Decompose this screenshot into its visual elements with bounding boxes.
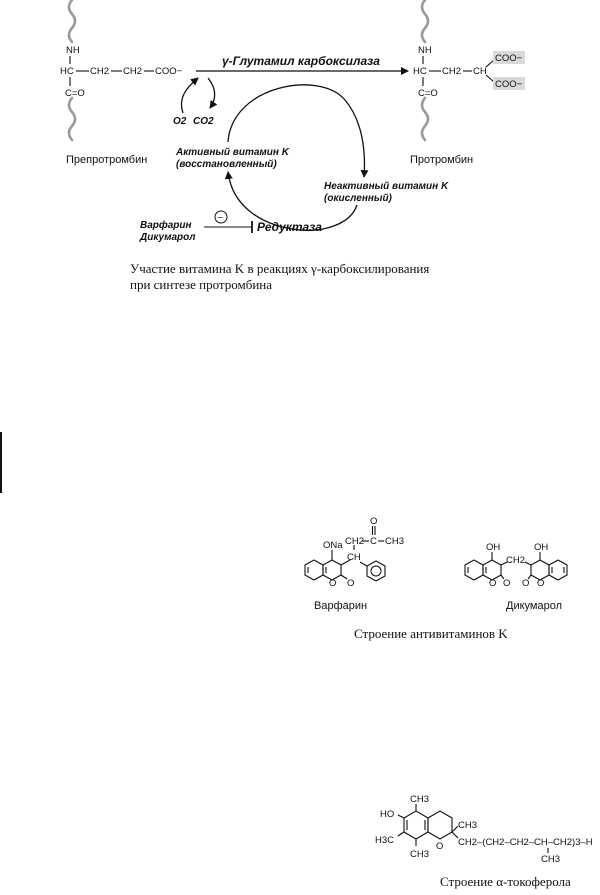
left-hc: HC — [60, 66, 74, 77]
warfarin-o-ring: O — [329, 578, 336, 589]
antivitamins-figure: ONa CH CH2 C O CH3 O O Варфарин — [304, 516, 568, 641]
tocopherol-ch3-bottom: CH3 — [410, 849, 429, 860]
co2-arrow — [207, 77, 218, 109]
tocopherol-caption: Строение α-токоферола — [440, 874, 571, 889]
tocopherol-h3c: H3C — [375, 835, 394, 846]
tocopherol-ch3-ring-bond — [451, 825, 459, 833]
dicumarol-o2: O — [503, 578, 510, 589]
right-coo1-highlight — [493, 51, 525, 64]
antivitamins-caption: Строение антивитаминов K — [354, 626, 508, 641]
right-coo2: COO− — [495, 79, 523, 90]
dicumarol-ch2-left — [500, 561, 508, 566]
right-protein-name: Протромбин — [410, 154, 473, 166]
right-ch: CH — [473, 66, 487, 77]
active-vitk-line2: (восстановленный) — [176, 159, 277, 170]
left-protein-chain-bottom — [67, 96, 77, 142]
left-protein-name: Препротромбин — [66, 154, 147, 166]
dicumarol-o3: O — [522, 578, 529, 589]
dicumarol-name: Дикумарол — [506, 600, 562, 612]
inhibition-minus: − — [218, 213, 224, 224]
dicumarol-benzo-ring-right — [548, 559, 568, 581]
tocopherol-ch3-ring: CH3 — [458, 820, 477, 831]
vitk-oxidation-arrow — [227, 84, 369, 178]
dicumarol-oh1: OH — [486, 542, 500, 553]
right-protein-chain-top — [420, 0, 430, 44]
scheme-caption-line2: при синтезе протромбина — [130, 277, 272, 292]
dicumarol-pyrone-ring-right — [530, 559, 550, 581]
dicumarol-oh2: OH — [534, 542, 548, 553]
carboxylation-scheme: NH HC CH2 CH2 COO− C=O Препротромбин NH … — [60, 0, 525, 292]
tocopherol-ho-bond — [397, 814, 405, 819]
tocopherol-benzo-ring — [403, 810, 429, 840]
inhibition-minus-circle — [214, 210, 228, 224]
right-ch2: CH2 — [442, 66, 461, 77]
right-co: C=O — [418, 88, 438, 99]
warfarin-label: Варфарин — [140, 219, 192, 231]
tocopherol-chain-bond — [451, 831, 459, 839]
dicumarol-o1: O — [489, 578, 496, 589]
dicumarol-label: Дикумарол — [139, 232, 196, 243]
dicumarol-exo-right — [527, 574, 532, 580]
warfarin-phenyl-ring — [366, 560, 386, 582]
dicumarol-ch2: CH2 — [506, 555, 525, 566]
left-co: C=O — [65, 88, 85, 99]
warfarin-c: C — [370, 536, 377, 547]
inactive-vitk-line2: (окисленный) — [324, 193, 393, 204]
scheme-caption-line1: Участие витамина K в реакциях γ-карбокси… — [130, 261, 429, 276]
warfarin-ch-bond — [340, 559, 351, 566]
dicumarol-o4: O — [537, 578, 544, 589]
o2-label: O2 — [173, 116, 187, 127]
tocopherol-o: O — [436, 841, 443, 852]
reductase-label: Редуктаза — [257, 220, 322, 234]
warfarin-phenyl-bond — [359, 561, 368, 567]
inactive-vitk-line1: Неактивный витамин K — [324, 181, 449, 192]
warfarin-ch: CH — [347, 552, 361, 563]
tocopherol-chain-ch3: CH3 — [541, 854, 560, 865]
right-branch-up — [485, 59, 495, 68]
right-hc: HC — [413, 66, 427, 77]
tocopherol-ho: HO — [380, 809, 394, 820]
tocopherol-h3c-bond — [397, 831, 405, 837]
right-branch-down — [485, 74, 495, 83]
tocopherol-figure: CH3 HO H3C CH3 O CH3 CH2–(CH2–CH2–CH–CH2… — [375, 794, 593, 889]
tocopherol-ch3-top: CH3 — [410, 794, 429, 805]
vitk-reduction-arrow — [224, 171, 358, 232]
left-nh: NH — [66, 45, 80, 56]
dicumarol-structure: OH CH2 OH O O O O Дикумарол — [464, 542, 568, 612]
warfarin-o-top: O — [370, 516, 377, 527]
left-ch2b: CH2 — [123, 66, 142, 77]
left-protein-chain-top — [67, 0, 77, 44]
left-coo: COO− — [155, 66, 183, 77]
warfarin-ch2: CH2 — [345, 536, 364, 547]
warfarin-o-exo: O — [347, 578, 354, 589]
warfarin-phenyl-aromatic — [370, 565, 382, 577]
right-nh: NH — [418, 45, 432, 56]
warfarin-ch3: CH3 — [385, 536, 404, 547]
warfarin-ona: ONa — [323, 540, 343, 551]
right-coo1: COO− — [495, 53, 523, 64]
o2-arrow — [180, 77, 199, 114]
warfarin-name: Варфарин — [314, 600, 367, 612]
warfarin-exo-bond — [340, 574, 348, 580]
right-protein-chain-bottom — [420, 96, 430, 142]
active-vitk-line1: Активный витамин K — [175, 147, 290, 158]
right-coo2-highlight — [493, 77, 525, 90]
tocopherol-chain: CH2–(CH2–CH2–CH–CH2)3–H — [458, 837, 593, 848]
dicumarol-exo-left — [500, 574, 505, 580]
dicumarol-ch2-right — [524, 561, 532, 566]
enzyme-label: γ-Глутамил карбоксилаза — [222, 54, 380, 68]
left-ch2a: CH2 — [90, 66, 109, 77]
co2-label: CO2 — [193, 116, 214, 127]
warfarin-structure: ONa CH CH2 C O CH3 O O Варфарин — [304, 516, 404, 612]
tocopherol-chroman-ring — [427, 810, 453, 840]
